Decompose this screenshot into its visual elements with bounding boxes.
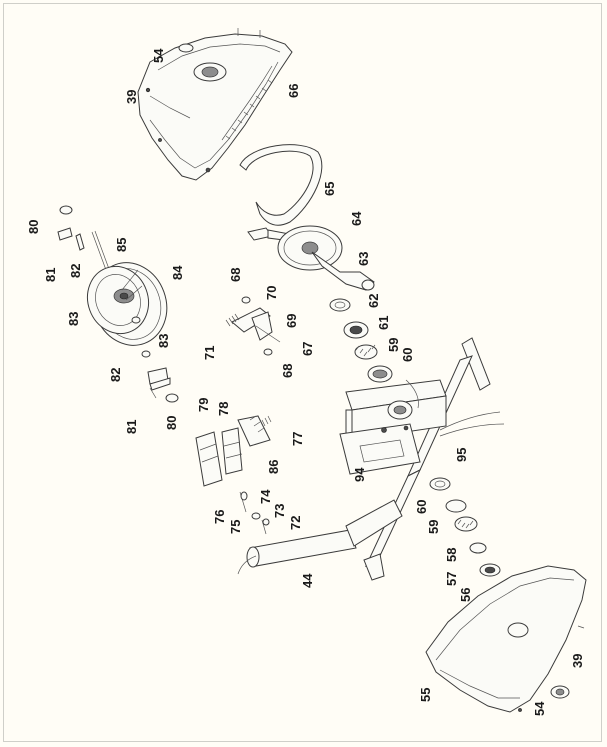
callout-59: 59: [426, 520, 441, 534]
callout-57: 57: [444, 572, 459, 586]
callout-95: 95: [454, 448, 469, 462]
callout-68: 68: [228, 268, 243, 282]
callout-labels: 54 39 66 65 64 63 62 61 59 60 80 81 82 8…: [26, 48, 585, 716]
upper-bearing-stack: [329, 298, 393, 383]
main-frame: [237, 337, 505, 581]
callout-56: 56: [458, 588, 473, 602]
callout-77: 77: [290, 432, 305, 446]
callout-59: 59: [386, 338, 401, 352]
callout-67: 67: [300, 342, 315, 356]
callout-82: 82: [68, 264, 83, 278]
callout-72: 72: [288, 516, 303, 530]
callout-60: 60: [400, 348, 415, 362]
callout-83: 83: [156, 334, 171, 348]
callout-74: 74: [258, 489, 273, 504]
callout-79: 79: [196, 398, 211, 412]
callout-94: 94: [352, 467, 367, 482]
diagram-frame: [3, 3, 602, 742]
callout-61: 61: [376, 316, 391, 330]
callout-86: 86: [266, 460, 281, 474]
callout-66: 66: [286, 84, 301, 98]
lower-bearing-stack: [429, 477, 501, 577]
callout-81: 81: [124, 420, 139, 434]
callout-54: 54: [532, 701, 547, 716]
callout-44: 44: [300, 573, 315, 588]
brake-pad-assembly: [195, 415, 272, 487]
tension-bracket-assembly: [225, 296, 281, 356]
callout-84: 84: [170, 265, 185, 280]
callout-78: 78: [216, 402, 231, 416]
callout-82: 82: [108, 368, 123, 382]
callout-71: 71: [202, 346, 217, 360]
flywheel-assembly: [57, 205, 179, 403]
callout-81: 81: [43, 268, 58, 282]
callout-39: 39: [124, 90, 139, 104]
lower-chain-cover: [425, 565, 587, 713]
callout-70: 70: [264, 286, 279, 300]
callout-62: 62: [366, 294, 381, 308]
callout-85: 85: [114, 238, 129, 252]
callout-69: 69: [284, 314, 299, 328]
callout-76: 76: [212, 510, 227, 524]
callout-63: 63: [356, 252, 371, 266]
upper-chain-cover: [137, 28, 293, 181]
callout-64: 64: [349, 211, 364, 226]
callout-39: 39: [570, 654, 585, 668]
callout-60: 60: [414, 500, 429, 514]
callout-80: 80: [26, 220, 41, 234]
callout-73: 73: [272, 504, 287, 518]
callout-58: 58: [444, 548, 459, 562]
callout-83: 83: [66, 312, 81, 326]
drive-chain: [239, 144, 323, 226]
callout-80: 80: [164, 416, 179, 430]
callout-65: 65: [322, 182, 337, 196]
callout-54: 54: [151, 48, 166, 63]
callout-68: 68: [280, 364, 295, 378]
callout-55: 55: [418, 688, 433, 702]
callout-75: 75: [228, 520, 243, 534]
crank-pulley-assembly: [247, 225, 375, 291]
linkage-hardware: [239, 491, 270, 535]
